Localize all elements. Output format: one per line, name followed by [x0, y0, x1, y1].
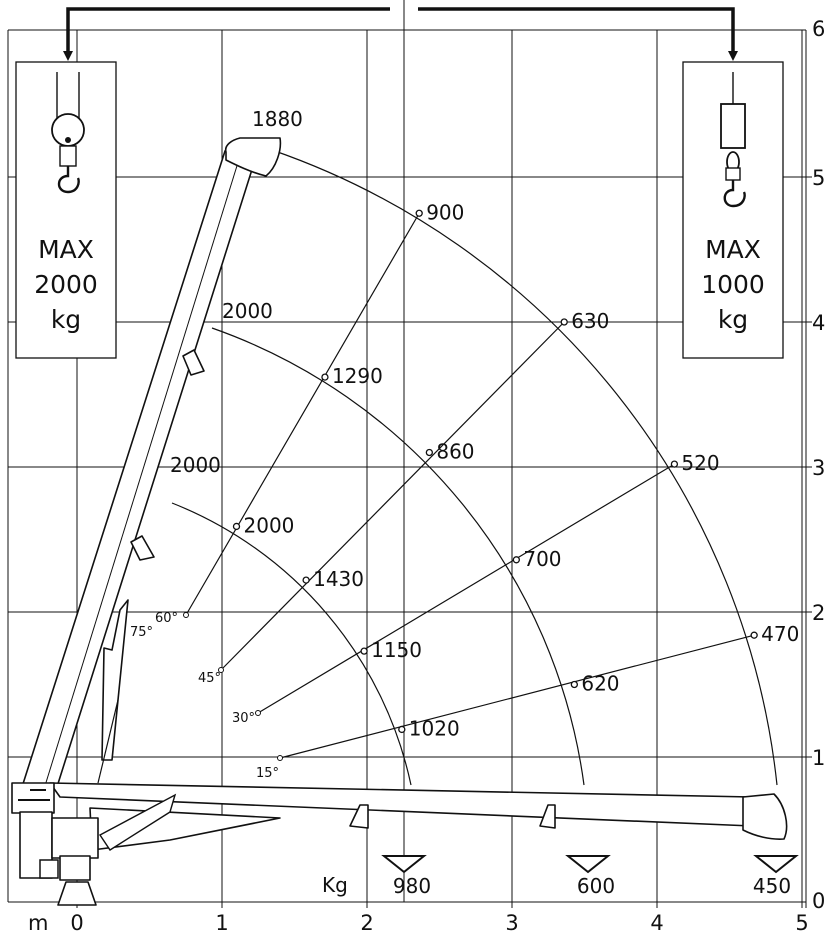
x-tick-label: 0: [70, 911, 83, 935]
base-load-label: 450: [753, 874, 791, 898]
load-point: [560, 318, 568, 326]
load-point-label: 860: [436, 440, 474, 464]
load-point-label: 900: [426, 200, 464, 224]
y-tick-label: 1: [812, 746, 825, 770]
hook-left-max-label: MAX: [38, 235, 94, 264]
hook-panel-left: [15, 61, 117, 359]
angle-line-30: [257, 463, 675, 714]
radius-arcs: [171, 149, 778, 786]
double-sheave-hook-icon: [51, 72, 85, 194]
angle-line-origin-45: [218, 667, 224, 673]
angle-line-origin-30: [255, 710, 261, 716]
load-point: [570, 680, 578, 689]
crane-boom-raised: [21, 137, 282, 791]
load-point: [670, 460, 679, 468]
load-point: [512, 556, 520, 564]
base-load-marker: [565, 855, 611, 874]
hook-right-max-label: MAX: [705, 235, 761, 264]
y-tick-label: 5: [812, 166, 825, 190]
base-load-label: 980: [393, 874, 431, 898]
load-point: [398, 725, 406, 734]
hook-box-left: MAX 2000 kg: [15, 61, 117, 359]
crane-boom-lowered: [49, 782, 788, 851]
arc-tip-label: 2000: [170, 453, 221, 477]
base-load-label: 600: [577, 874, 615, 898]
x-axis-unit-label: m: [28, 911, 48, 935]
hook-connector-arrows: [63, 7, 738, 61]
hook-box-right: MAX 1000 kg: [682, 61, 784, 359]
angle-line-origin-15: [277, 755, 283, 761]
y-tick-label: 3: [812, 456, 825, 480]
load-point: [232, 522, 241, 531]
load-point-label: 620: [581, 672, 619, 696]
angle-line-origin-60: [183, 612, 189, 618]
load-point-label: 1020: [409, 716, 460, 740]
angle-label-75: 75°: [130, 625, 153, 640]
load-point-label: 470: [761, 622, 799, 646]
radius-arc-0: [171, 502, 412, 786]
load-point-label: 700: [523, 547, 561, 571]
x-tick-label: 2: [360, 911, 373, 935]
angle-label-15: 15°: [256, 766, 279, 781]
arc-tip-label: 2000: [222, 299, 273, 323]
load-point-label: 1150: [371, 638, 422, 662]
angle-label-60: 60°: [155, 611, 178, 626]
arc-tip-label: 1880: [252, 107, 303, 131]
load-point: [360, 647, 368, 655]
load-point-label: 520: [681, 451, 719, 475]
load-point-label: 630: [571, 309, 609, 333]
load-point: [302, 576, 310, 584]
y-tick-label: 2: [812, 601, 825, 625]
base-load-marker: [381, 855, 427, 874]
angle-label-30: 30°: [232, 711, 255, 726]
load-point: [425, 448, 434, 457]
radius-arc-1: [211, 327, 585, 786]
single-line-hook-icon: [720, 72, 746, 208]
angle-lines: [183, 212, 755, 761]
x-tick-label: 4: [650, 911, 663, 935]
load-point-label: 2000: [244, 513, 295, 537]
x-tick-label: 1: [215, 911, 228, 935]
angle-line-60: [185, 212, 420, 616]
load-unit-label: Kg: [322, 873, 348, 897]
y-tick-label: 6: [812, 17, 825, 41]
angle-line-15: [279, 634, 755, 759]
hook-right-unit: kg: [718, 305, 748, 334]
load-point: [750, 631, 758, 639]
hook-left-unit: kg: [51, 305, 81, 334]
y-tick-label: 4: [812, 311, 825, 335]
crane-base: [11, 782, 177, 906]
y-tick-label: 0: [812, 889, 825, 913]
hook-right-capacity: 1000: [701, 270, 765, 299]
load-point: [415, 209, 423, 217]
angle-label-45: 45°: [198, 671, 221, 686]
load-point-label: 1430: [313, 567, 364, 591]
load-point-label: 1290: [332, 364, 383, 388]
x-tick-label: 3: [505, 911, 518, 935]
x-tick-label: 5: [795, 911, 808, 935]
base-load-marker: [753, 855, 799, 874]
radius-arc-2: [271, 149, 778, 786]
load-point: [321, 373, 329, 381]
angle-line-45: [220, 321, 565, 671]
hook-left-capacity: 2000: [34, 270, 98, 299]
chart-marks: 15°30°45°60°75°1020115014302000620700860…: [70, 17, 825, 935]
